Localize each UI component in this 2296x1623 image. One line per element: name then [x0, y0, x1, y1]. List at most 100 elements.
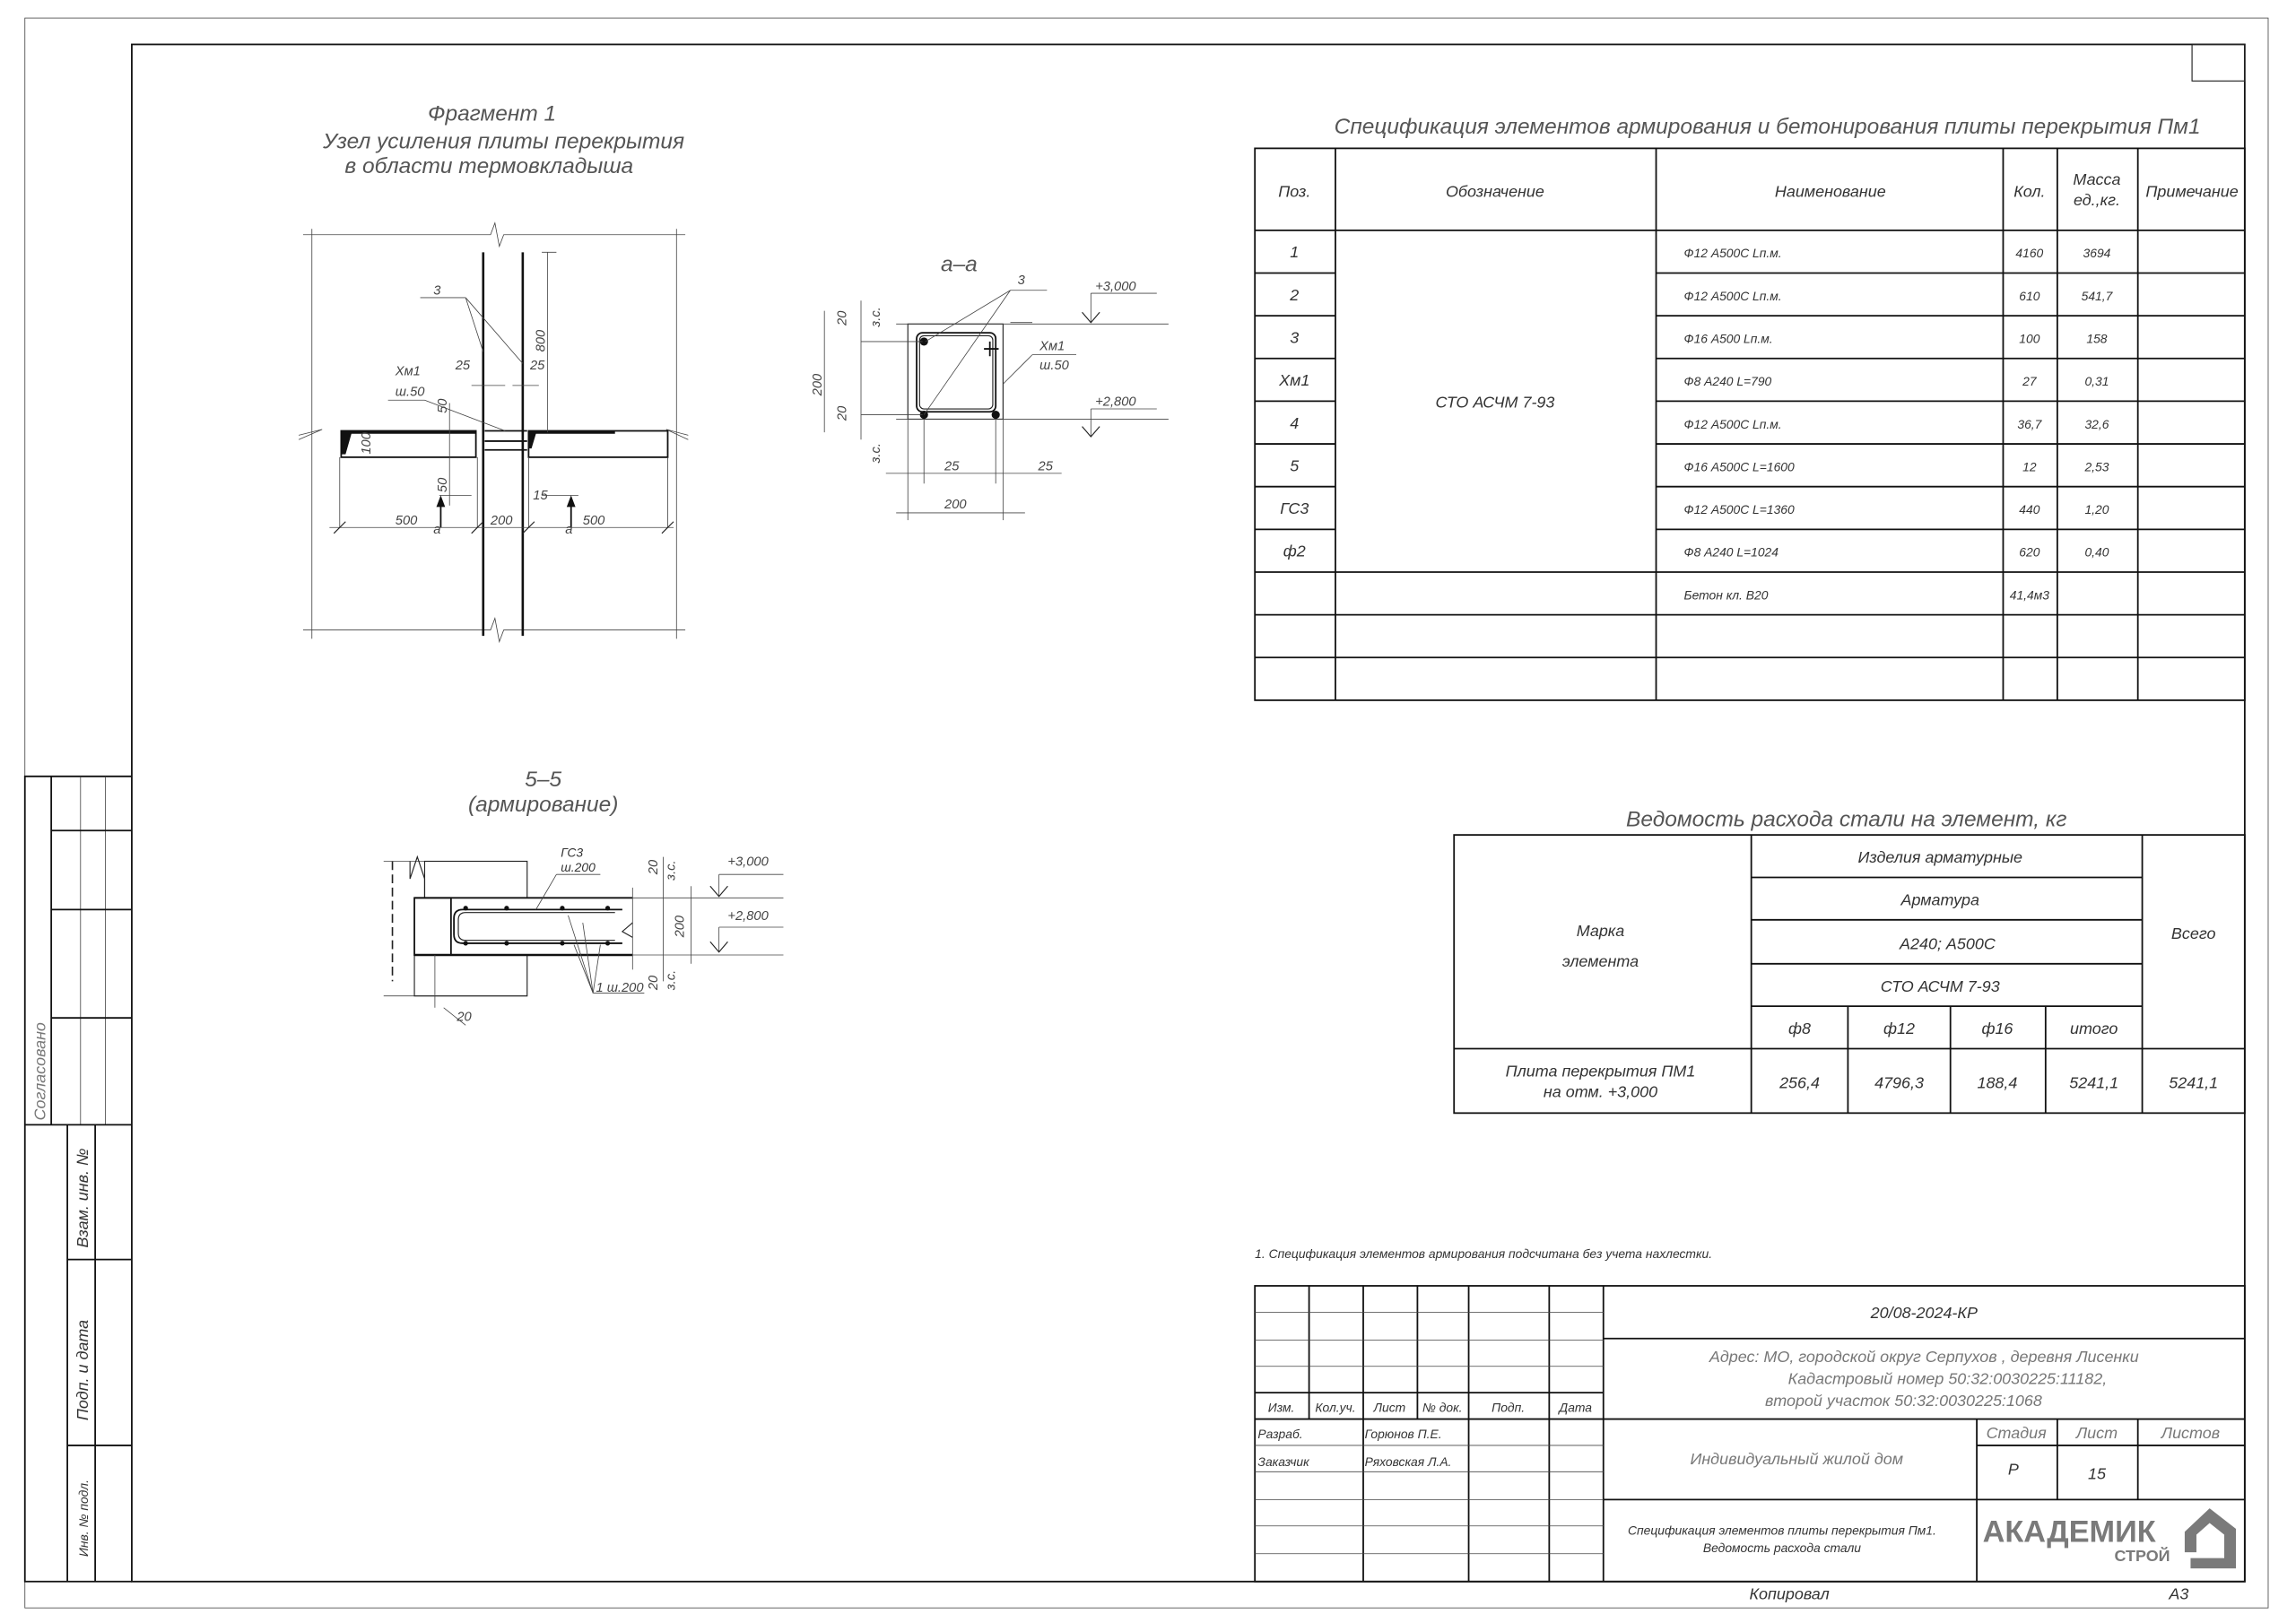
- row-mark-2: на отм. +3,000: [1544, 1082, 1657, 1100]
- spec-cell-name: Ф16 А500С L=1600: [1684, 459, 1795, 473]
- dim-500-right: 500: [583, 514, 605, 528]
- spec-cell-qty: 100: [2019, 331, 2039, 345]
- dim-200: 200: [673, 915, 687, 938]
- header-name: Наименование: [1775, 182, 1886, 200]
- sheet-value: 15: [2088, 1464, 2107, 1482]
- col-podp: Подп.: [1492, 1400, 1525, 1414]
- dim-25-right: 25: [1038, 460, 1054, 474]
- group-standard: СТО АСЧМ 7-93: [1881, 977, 2000, 995]
- vzam-inv-label: Взам. инв. №: [74, 1149, 91, 1248]
- spec-cell-pos: 4: [1290, 414, 1299, 432]
- dim-25-right: 25: [529, 359, 545, 373]
- spec-cell-mass: 0,31: [2084, 374, 2109, 388]
- dim-200: 200: [490, 514, 513, 528]
- label-step50: ш.50: [1039, 359, 1069, 373]
- section-55-drawing: 5–5 (армирование) ГС3 ш.200 +3,000 +2,80…: [383, 768, 784, 1026]
- spec-cell-name: Ф16 А500 Lп.м.: [1684, 331, 1773, 345]
- spec-cell-pos: Хм1: [1278, 371, 1309, 389]
- dim-50-top: 50: [436, 398, 450, 413]
- spec-cell-mass: 541,7: [2082, 289, 2114, 303]
- sub-d12: ф12: [1883, 1020, 1915, 1037]
- house-logo-icon: [2184, 1508, 2237, 1569]
- dim-800: 800: [534, 329, 548, 352]
- cover-top: з.с.: [665, 860, 679, 881]
- dim-200-horizontal: 200: [944, 498, 967, 512]
- section-aa-title: а–а: [941, 253, 978, 277]
- steel-table-title: Ведомость расхода стали на элемент, кг: [1626, 807, 2066, 831]
- mark-header-1: Марка: [1577, 922, 1625, 940]
- company-logo: АКАДЕМИК СТРОЙ: [1983, 1508, 2237, 1569]
- header-pos: Поз.: [1278, 182, 1310, 200]
- col-kol-uch: Кол.уч.: [1315, 1400, 1355, 1414]
- format-label: А3: [2168, 1584, 2188, 1602]
- cover-bottom: з.с.: [869, 443, 883, 464]
- value-subtotal: 5241,1: [2069, 1074, 2118, 1092]
- header-mass: Масса: [2073, 170, 2120, 188]
- spec-table-title: Спецификация элементов армирования и бет…: [1335, 115, 2201, 139]
- header-mass-unit: ед.,кг.: [2074, 191, 2120, 209]
- group-products: Изделия арматурные: [1858, 848, 2023, 866]
- value-d8: 256,4: [1779, 1074, 1820, 1092]
- dim-500-left: 500: [396, 514, 418, 528]
- spec-cell-qty: 36,7: [2017, 417, 2042, 431]
- group-rebar: Арматура: [1900, 890, 1980, 908]
- spec-cell-pos: 1: [1290, 243, 1299, 261]
- group-class: А240; А500С: [1899, 934, 1996, 952]
- label-pos3: 3: [433, 284, 441, 299]
- elevation-top: +3,000: [727, 855, 769, 869]
- fragment-title: Фрагмент 1: [428, 101, 556, 126]
- spec-cell-pos: ГС3: [1280, 499, 1309, 517]
- spec-cell-qty: 620: [2019, 545, 2039, 560]
- spec-cell-pos: 2: [1289, 286, 1299, 304]
- sub-d16: ф16: [1981, 1020, 2013, 1037]
- spec-cell-mass: 1,20: [2084, 502, 2109, 516]
- elevation-bottom: +2,800: [727, 909, 769, 924]
- elevation-bottom: +2,800: [1095, 395, 1136, 410]
- section-55-subtitle: (армирование): [468, 793, 618, 817]
- dim-100: 100: [360, 431, 374, 454]
- svg-text:АКАДЕМИК: АКАДЕМИК: [1983, 1515, 2156, 1549]
- spec-cell-mass: 158: [2086, 331, 2107, 345]
- spec-cell-pos: 5: [1290, 456, 1300, 474]
- dim-200-vertical: 200: [811, 373, 825, 396]
- copied-label: Копировал: [1749, 1584, 1829, 1602]
- label-pos3: 3: [1018, 273, 1026, 288]
- dim-20-bottom: 20: [836, 405, 850, 421]
- label-xm1: Хм1: [395, 364, 421, 378]
- spec-cell-name: Ф12 А500С Lп.м.: [1684, 246, 1782, 260]
- fragment-subtitle-1: Узел усиления плиты перекрытия: [322, 129, 684, 153]
- label-step50: ш.50: [396, 385, 425, 399]
- sheet-title-2: Ведомость расхода стали: [1703, 1541, 1861, 1555]
- header-note: Примечание: [2145, 182, 2238, 200]
- role-customer: Заказчик: [1257, 1454, 1309, 1469]
- title-block: Изм. Кол.уч. Лист № док. Подп. Дата Разр…: [1254, 1285, 2246, 1602]
- cut-mark-left: а: [433, 523, 440, 537]
- label-step200: ш.200: [561, 860, 596, 874]
- dim-20-top: 20: [836, 310, 850, 326]
- col-doc: № док.: [1422, 1400, 1463, 1414]
- corner-box: [2191, 43, 2246, 82]
- section-aa-drawing: а–а 3 Хм1 ш.50 +3,000 +2,800 200 20 20 з…: [811, 253, 1169, 521]
- project-code: 20/08-2024-КР: [1870, 1304, 1978, 1322]
- cover-top: з.с.: [869, 307, 883, 327]
- row-mark-1: Плита перекрытия ПМ1: [1506, 1063, 1696, 1081]
- side-stamp: Согласовано Взам. инв. № Подп. и дата Ин…: [23, 775, 132, 1583]
- label-gs3: ГС3: [561, 846, 583, 860]
- section-55-title: 5–5: [525, 768, 561, 792]
- address-line-2: Кадастровый номер 50:32:0030225:11182,: [1788, 1369, 2108, 1387]
- total-header: Всего: [2171, 924, 2216, 942]
- fragment-1-drawing: Фрагмент 1 Узел усиления плиты перекрыти…: [298, 101, 689, 644]
- header-designation: Обозначение: [1446, 182, 1544, 200]
- inner-frame: [131, 43, 2246, 1583]
- dim-20-top: 20: [647, 859, 661, 875]
- mark-header-2: элемента: [1562, 952, 1639, 970]
- agreed-label: Согласовано: [31, 1022, 49, 1120]
- value-d16: 188,4: [1977, 1074, 2017, 1092]
